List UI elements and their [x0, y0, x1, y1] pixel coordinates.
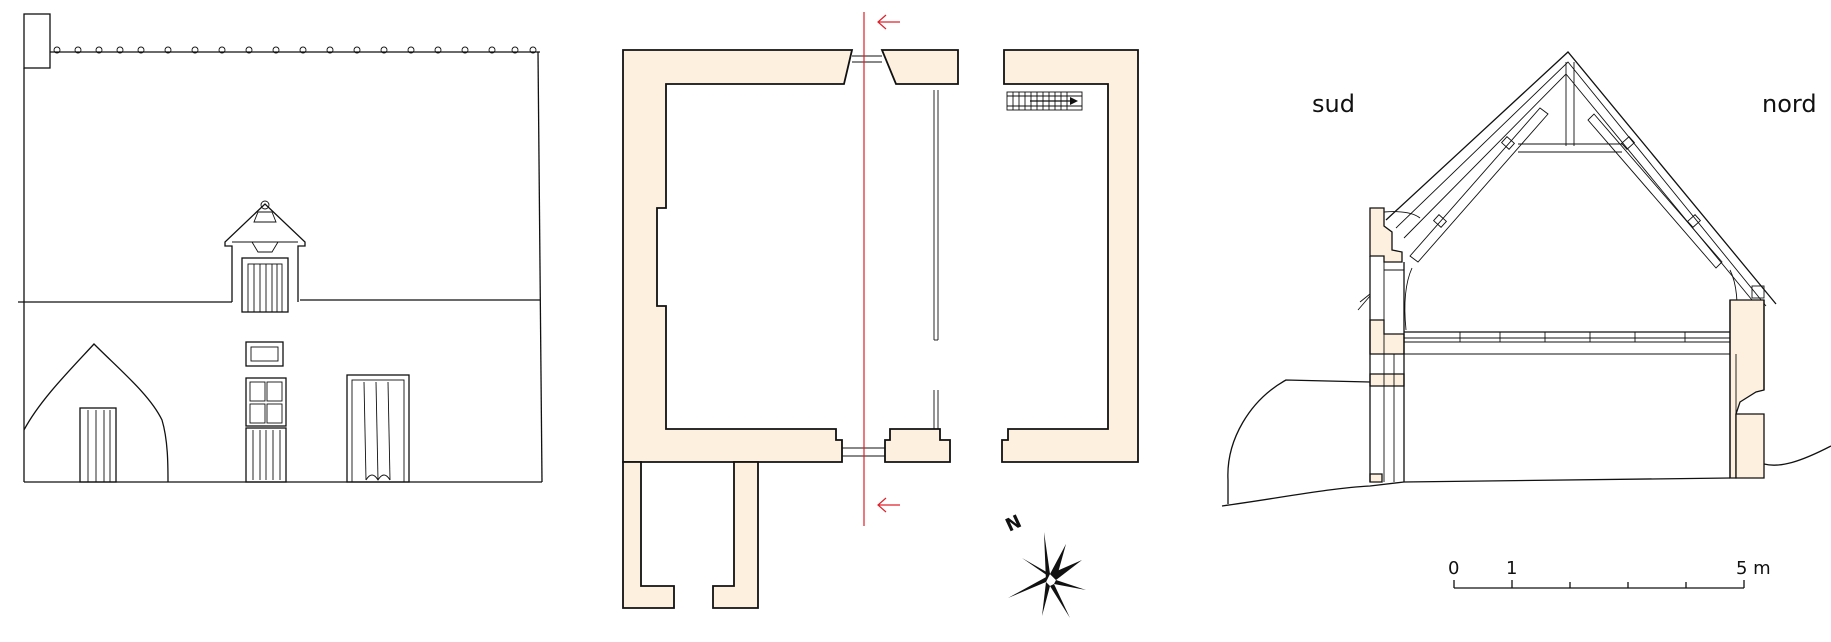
ridge-ornaments [53, 46, 537, 54]
transom-window [245, 341, 284, 367]
dormer [224, 200, 306, 313]
elevation-drawing [18, 13, 543, 483]
interior-floor [1403, 477, 1731, 483]
plan-wall-top-right [880, 49, 959, 85]
label-nord: nord [1762, 90, 1817, 118]
right-door [346, 374, 410, 483]
plan-annex-left-wall [622, 461, 675, 609]
central-window [245, 377, 287, 427]
plan-wall-east [1001, 49, 1139, 463]
scale-label-5m: 5 m [1736, 558, 1771, 579]
roof-structure [1385, 51, 1777, 331]
central-door [245, 427, 287, 483]
cross-section: sud nord [1221, 51, 1831, 507]
terrain-south [1227, 379, 1371, 504]
floor-beam [1404, 331, 1730, 355]
north-wall-section [1729, 299, 1765, 479]
plan-wall-main [622, 49, 854, 463]
roof-right-edge [537, 51, 543, 483]
terrain-north [1763, 445, 1831, 466]
annex-door [79, 407, 117, 483]
south-wall-section [1357, 207, 1421, 483]
label-sud: sud [1312, 90, 1355, 118]
arched-annex [23, 343, 169, 483]
plan-annex-right-wall [712, 461, 759, 609]
section-line [863, 12, 900, 526]
chimney [23, 13, 51, 69]
terrain-ground [1221, 481, 1405, 507]
staircase [1006, 91, 1083, 111]
compass-north-letter: N [1002, 511, 1025, 536]
plan-wall-bottom-piece [884, 428, 951, 463]
compass-rose: N [1002, 511, 1086, 618]
scale-label-0: 0 [1448, 558, 1459, 579]
floor-plan [622, 12, 1139, 609]
scale-label-1: 1 [1506, 558, 1517, 579]
scale-bar: 0 1 5 m [1448, 558, 1771, 589]
